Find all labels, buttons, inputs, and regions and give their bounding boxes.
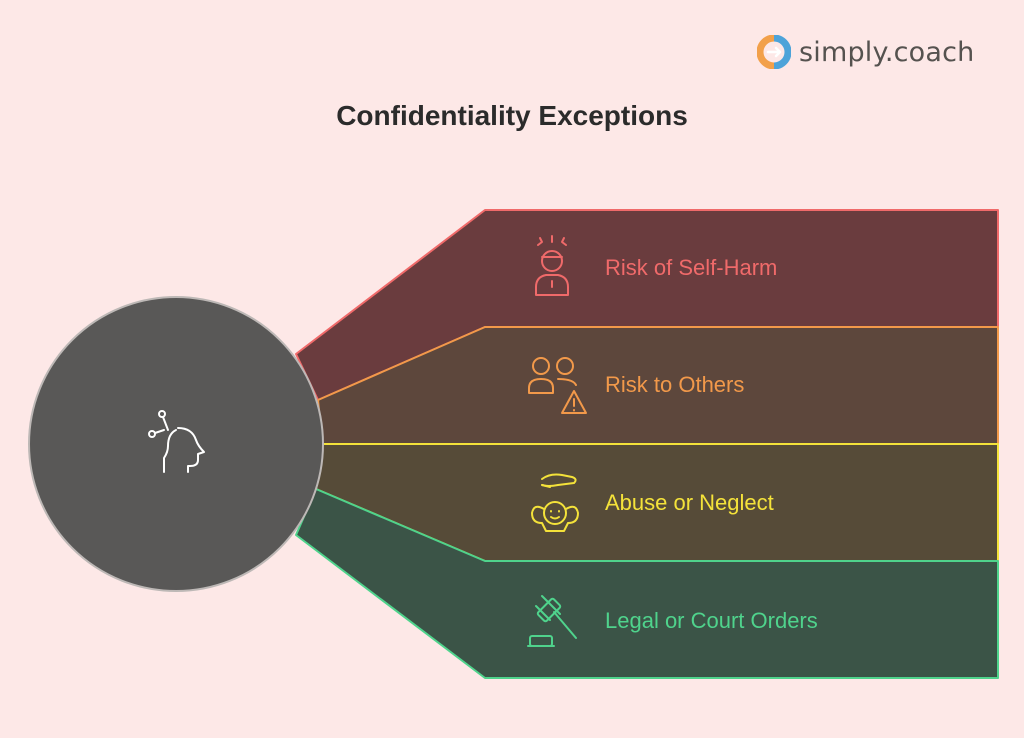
exception-band-legal-orders: Legal or Court Orders <box>295 488 999 679</box>
head-ideas-icon <box>148 410 205 473</box>
exception-label: Legal or Court Orders <box>605 608 818 633</box>
band-shape <box>295 488 999 679</box>
simply-coach-logo-icon <box>757 35 791 69</box>
center-circle <box>28 296 324 592</box>
exception-band-self-harm: Risk of Self-Harm <box>295 209 999 401</box>
brand-name: simply.coach <box>799 36 975 68</box>
protected-child-icon <box>531 473 579 532</box>
people-warning-icon <box>528 357 587 414</box>
brand: simply.coach <box>757 34 975 70</box>
center-hub <box>28 296 324 592</box>
stressed-person-icon <box>535 235 569 296</box>
exception-label: Abuse or Neglect <box>605 490 774 515</box>
gavel-icon <box>527 595 577 647</box>
exception-label: Risk to Others <box>605 372 744 397</box>
page-title: Confidentiality Exceptions <box>336 100 688 131</box>
exception-label: Risk of Self-Harm <box>605 255 777 280</box>
